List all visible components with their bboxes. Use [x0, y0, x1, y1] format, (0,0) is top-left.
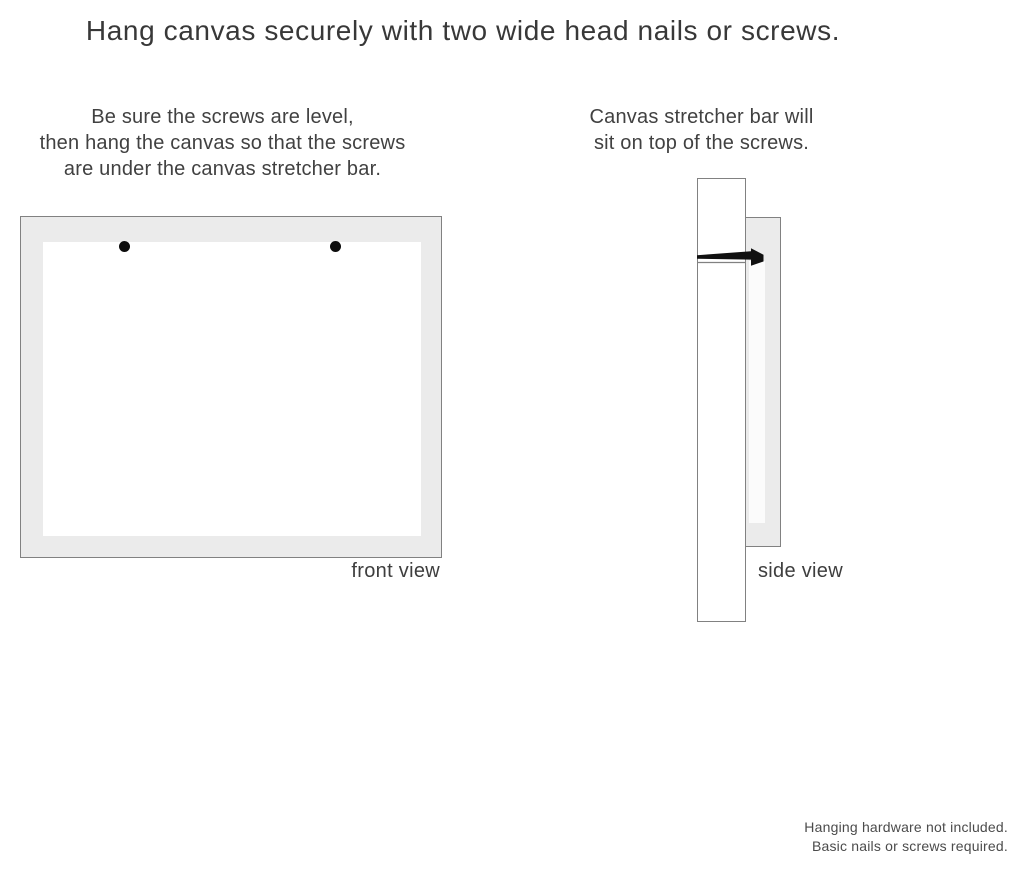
nail-shaft — [697, 251, 751, 260]
page-title: Hang canvas securely with two wide head … — [85, 15, 841, 46]
screw-dot-left — [119, 241, 130, 252]
side-view-label: side view — [758, 560, 843, 582]
side-view-canvas-edge — [745, 217, 781, 547]
footnote-line: Basic nails or screws required. — [811, 838, 1008, 854]
front-view-instruction: Be sure the screws are level, then hang … — [20, 104, 425, 182]
instruction-line: Be sure the screws are level, — [91, 106, 354, 128]
nail-illustration — [697, 248, 764, 266]
side-view-instruction: Canvas stretcher bar will sit on top of … — [560, 104, 843, 156]
canvas-face — [43, 242, 421, 536]
footnote-line: Hanging hardware not included. — [804, 819, 1008, 835]
side-view-wall — [697, 178, 746, 622]
hardware-footnote: Hanging hardware not included. Basic nai… — [804, 818, 1008, 856]
instruction-line: are under the canvas stretcher bar. — [63, 158, 382, 180]
instruction-line: Canvas stretcher bar will — [589, 106, 814, 128]
front-view-label: front view — [351, 560, 440, 582]
side-view-canvas-face — [749, 261, 765, 523]
front-view-canvas-diagram — [20, 216, 442, 558]
screw-dot-right — [330, 241, 341, 252]
nail-head — [751, 248, 764, 266]
instruction-line: then hang the canvas so that the screws — [39, 132, 406, 154]
instruction-line: sit on top of the screws. — [593, 132, 810, 154]
